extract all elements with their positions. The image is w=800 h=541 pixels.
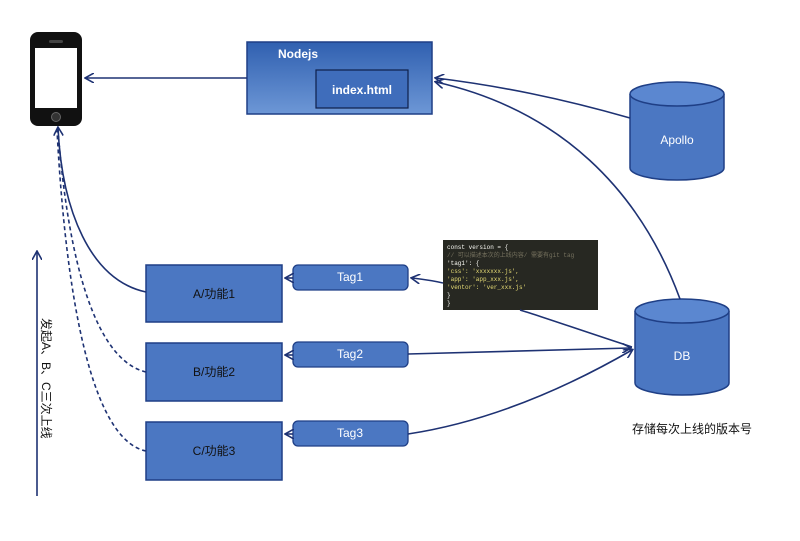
nodejs-label: Nodejs bbox=[278, 47, 318, 61]
code-line-1: const version = { bbox=[447, 244, 509, 251]
arrow-tag3-to-db bbox=[407, 350, 632, 435]
tag1-pill: Tag1 bbox=[292, 264, 409, 291]
phone-icon bbox=[30, 32, 82, 126]
tag1-label: Tag1 bbox=[337, 270, 363, 284]
code-line-6: 'ventor': 'ver_xxx.js' bbox=[447, 284, 526, 291]
version-code-snippet: const version = { // 可以描述本次的上线内容/ 需要有git… bbox=[443, 240, 598, 310]
index-html-label: index.html bbox=[332, 83, 392, 97]
feature-a-label: A/功能1 bbox=[193, 287, 235, 301]
arrow-apollo-to-nodejs bbox=[436, 78, 631, 119]
tag2-label: Tag2 bbox=[337, 347, 363, 361]
arrow-feature-b-to-phone bbox=[57, 129, 147, 373]
apollo-label: Apollo bbox=[660, 133, 694, 147]
release-note-vertical: 发起A、B、C三次上线 bbox=[39, 318, 54, 439]
apollo-database: Apollo bbox=[629, 81, 725, 181]
code-line-3: 'tag1': { bbox=[447, 260, 480, 267]
db-label: DB bbox=[674, 349, 691, 363]
feature-box-a: A/功能1 bbox=[145, 264, 283, 323]
feature-b-label: B/功能2 bbox=[193, 365, 235, 379]
db-caption: 存储每次上线的版本号 bbox=[632, 421, 752, 436]
tag2-pill: Tag2 bbox=[292, 341, 409, 368]
arrow-feature-c-to-phone bbox=[56, 129, 147, 452]
feature-box-c: C/功能3 bbox=[145, 421, 283, 481]
line-db-to-code bbox=[519, 309, 633, 348]
code-line-2: // 可以描述本次的上线内容/ 需要有git tag bbox=[447, 251, 575, 259]
code-line-5: 'app': 'app_xxx.js', bbox=[447, 276, 519, 283]
arrow-code-to-tag1 bbox=[412, 278, 444, 283]
tag3-pill: Tag3 bbox=[292, 420, 409, 447]
index-html-box bbox=[315, 69, 409, 109]
code-line-8: } bbox=[447, 300, 451, 307]
feature-c-label: C/功能3 bbox=[193, 444, 236, 458]
feature-box-b: B/功能2 bbox=[145, 342, 283, 402]
db-database: DB bbox=[634, 298, 730, 396]
code-line-7: } bbox=[447, 292, 451, 299]
arrow-db-to-nodejs bbox=[436, 82, 681, 300]
connectors bbox=[37, 78, 681, 496]
code-line-4: 'css': 'xxxxxxx.js', bbox=[447, 268, 519, 275]
tag3-label: Tag3 bbox=[337, 426, 363, 440]
nodejs-server-box: Nodejs index.html bbox=[246, 41, 433, 115]
arrow-tag2-to-db bbox=[407, 348, 630, 355]
arrow-feature-a-to-phone bbox=[58, 128, 147, 293]
